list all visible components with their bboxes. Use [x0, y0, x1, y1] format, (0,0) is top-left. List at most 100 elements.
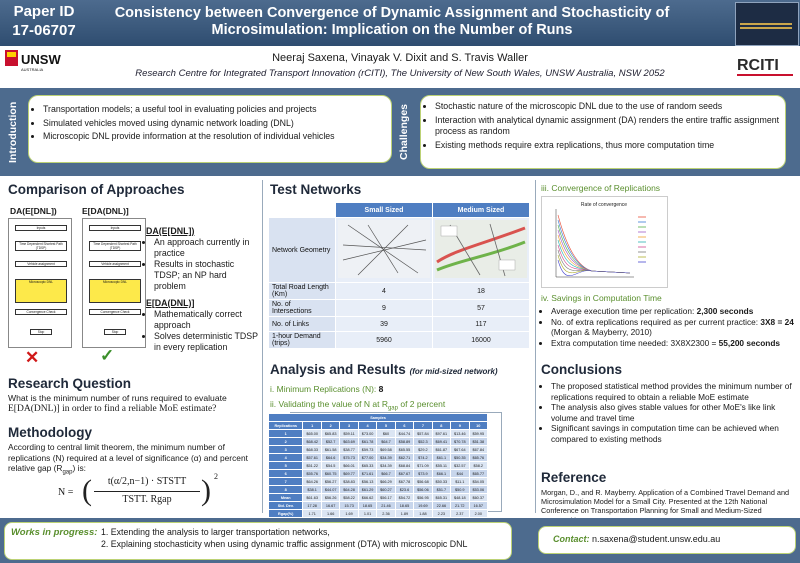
- table-row: 5$51.22$54.5$66.01$65.33$34.39$68.84$71.…: [267, 461, 489, 470]
- svg-text:AUSTRALIA: AUSTRALIA: [21, 67, 44, 72]
- table-cell: $67.78: [394, 477, 415, 486]
- table-cell: $54.72: [394, 493, 415, 502]
- table-cell: $38.83: [339, 477, 359, 486]
- table-cell: 18.65: [394, 501, 415, 510]
- challenge-item: Interaction with analytical dynamic assi…: [435, 115, 785, 138]
- table-cell: $56.26: [320, 493, 341, 502]
- table-cell: 1: [267, 429, 304, 438]
- cell-small: 9: [335, 299, 433, 317]
- table-cell: $11.1: [450, 477, 470, 486]
- table-row: 4$57.61$64.6$75.73$77.00$34.39$62.71$74.…: [267, 453, 489, 462]
- table-cell: $61.63: [302, 493, 322, 502]
- comparison-details: DA(E[DNL]) An approach currently in prac…: [146, 226, 260, 353]
- table-cell: 1.69: [339, 509, 359, 518]
- table-cell: $44.74: [394, 429, 415, 438]
- table-cell: 4: [357, 421, 378, 430]
- cell-small: 4: [335, 282, 433, 300]
- methodology-title: Methodology: [8, 425, 92, 440]
- cell-medium: 18: [432, 282, 530, 300]
- flowchart-e-da-dnl: Inputs Time Dependent Shortest Path (TDS…: [82, 218, 146, 348]
- table-cell: $64.6: [320, 453, 341, 462]
- validation-sub: gap: [387, 405, 398, 412]
- methodology-sentence-end: ) is:: [72, 463, 86, 473]
- table-cell: $53.06: [468, 485, 489, 494]
- table-cell: $70.78: [450, 437, 470, 446]
- col-medium-sized: Medium Sized: [432, 202, 530, 218]
- table-cell: $61.29: [357, 485, 378, 494]
- table-cell: $48.18: [450, 493, 470, 502]
- table-cell: Std. Dev.: [267, 501, 304, 510]
- comparison-col2: E[DA(DNL)]: [82, 206, 129, 216]
- table-cell: $34.39: [376, 453, 396, 462]
- convergence-chart: Rate of convergence: [555, 202, 646, 278]
- table-caption: Samples: [268, 413, 488, 422]
- row-label: No. of Links: [268, 316, 336, 332]
- validation-text-end: of 2 percent: [397, 399, 446, 409]
- table-cell: $56.27: [320, 477, 341, 486]
- cell-small: 5960: [335, 331, 433, 349]
- table-cell: $97.61: [431, 429, 452, 438]
- contact-email[interactable]: n.saxena@student.unsw.edu.au: [592, 534, 721, 544]
- approach-b-title: E[DA(DNL)]: [146, 298, 195, 308]
- table-cell: 6: [267, 469, 304, 478]
- table-cell: $56.17: [376, 493, 396, 502]
- table-cell: $61.87: [431, 445, 452, 454]
- poster-header: [0, 0, 800, 46]
- formula: N = ( t(α/2,n−1) · STSTT TSTT. Rgap ) 2: [58, 472, 218, 507]
- table-cell: $69.41: [431, 437, 452, 446]
- conclusions-list: The proposed statistical method provides…: [541, 381, 800, 444]
- table-cell: 5: [376, 421, 396, 430]
- cell-medium: 117: [432, 316, 530, 332]
- table-cell: $69.77: [339, 469, 359, 478]
- table-cell: 3: [339, 421, 359, 430]
- table-cell: $63.69: [339, 437, 359, 446]
- convergence-series-line: [557, 249, 631, 274]
- table-cell: $13.46: [450, 429, 470, 438]
- table-cell: $67.84: [468, 445, 489, 454]
- table-cell: $75.73: [339, 453, 359, 462]
- table-cell: $55.76: [302, 469, 322, 478]
- table-cell: 16.57: [468, 501, 489, 510]
- poster-title: Consistency between Convergence of Dynam…: [92, 5, 692, 39]
- table-cell: 17.28: [302, 501, 322, 510]
- table-cell: $68.42: [302, 437, 322, 446]
- table-cell: $56.68: [413, 477, 433, 486]
- challenges-label: Challenges: [398, 103, 410, 161]
- savings-item: No. of extra replications required as pe…: [551, 317, 800, 338]
- unsw-logo: UNSW AUSTRALIA: [5, 50, 61, 72]
- convergence-chart-title: Rate of convergence: [581, 202, 627, 208]
- row-label: 1-hour Demand (trips): [268, 331, 336, 349]
- table-cell: $50.33: [431, 477, 452, 486]
- min-replications: i. Minimum Replications (N): 8: [270, 384, 383, 394]
- paper-id-label: Paper ID: [13, 3, 75, 20]
- table-cell: $77.00: [357, 453, 378, 462]
- savings-title: iv. Savings in Computation Time: [541, 293, 662, 303]
- table-cell: 1.01: [357, 509, 378, 518]
- table-row: 1$65.00$65.83$59.11$73.00$60$44.74$57.84…: [267, 429, 489, 438]
- table-cell: $73.9: [413, 469, 433, 478]
- table-cell: 6: [394, 421, 415, 430]
- medium-network-map: [432, 217, 530, 283]
- table-cell: 8: [267, 485, 304, 494]
- paper-id: Paper ID 17-06707: [3, 2, 85, 42]
- table-cell: $51.22: [302, 461, 322, 470]
- reference-title: Reference: [541, 470, 607, 485]
- works-in-progress-box: Works in progress: 1. Extending the anal…: [4, 522, 512, 560]
- table-cell: $60.27: [376, 485, 396, 494]
- convergence-plot: Rate of convergence: [541, 196, 668, 288]
- table-cell: Mean: [267, 493, 304, 502]
- research-line-1: What is the minimum number of runs requi…: [8, 393, 227, 403]
- validation-text: ii. Validating the value of N at R: [270, 399, 388, 409]
- challenges-box: Stochastic nature of the microscopic DNL…: [420, 95, 786, 169]
- methodology-sentence: According to central limit theorem, the …: [8, 442, 248, 473]
- convergence-series-line: [557, 239, 631, 274]
- table-cell: 5: [267, 461, 304, 470]
- table-cell: $58.2: [468, 461, 489, 470]
- row-label: Network Geometry: [268, 217, 336, 283]
- formula-denominator: TSTT. Rgap: [122, 494, 172, 505]
- table-cell: 8: [431, 421, 452, 430]
- table-cell: $68.84: [394, 461, 415, 470]
- table-cell: 1: [302, 421, 322, 430]
